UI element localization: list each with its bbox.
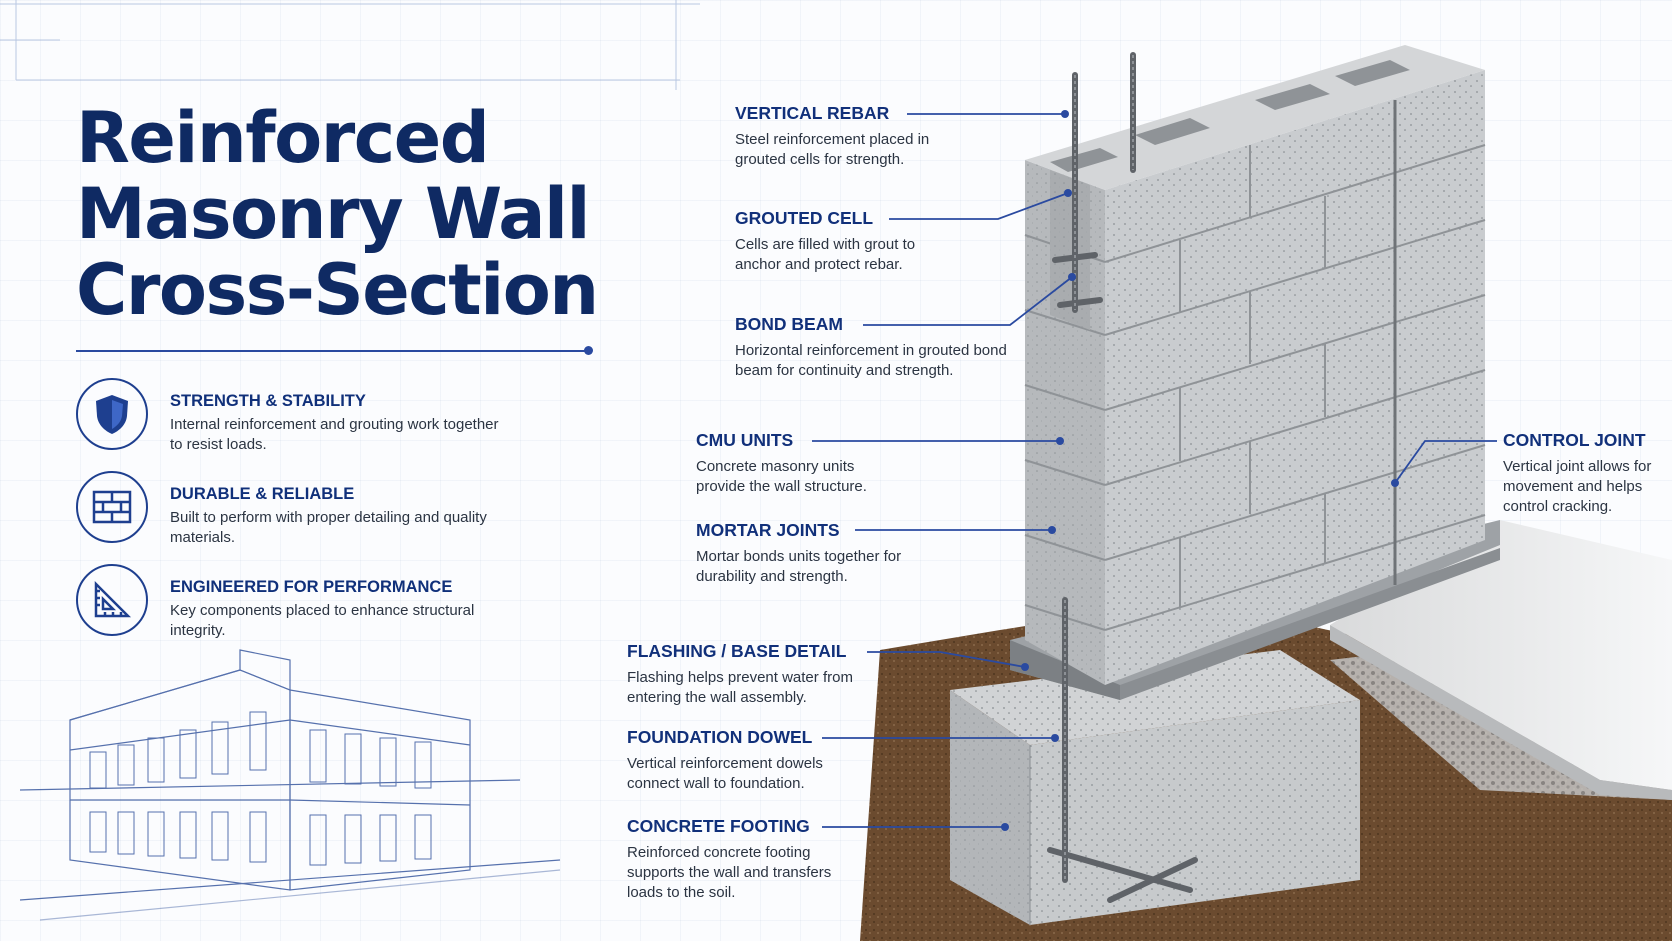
brick-wall-icon [92, 490, 132, 524]
callout-title: FLASHING / BASE DETAIL [627, 641, 847, 661]
callout-description: Flashing helps prevent water from enteri… [627, 669, 853, 706]
title-line: Masonry Wall [76, 173, 590, 255]
feature-strength: STRENGTH & STABILITY Internal reinforcem… [76, 378, 499, 453]
callout-description: Horizontal reinforcement in grouted bond… [735, 342, 1007, 379]
callout-grouted-cell: GROUTED CELL Cells are filled with grout… [735, 208, 950, 275]
callout-title: MORTAR JOINTS [696, 520, 840, 540]
callout-title: BOND BEAM [735, 314, 843, 334]
callout-title: GROUTED CELL [735, 208, 874, 228]
callout-foundation-dowel: FOUNDATION DOWEL Vertical reinforcement … [627, 727, 857, 794]
leader-dots [1001, 110, 1399, 831]
building-sketch [19, 649, 561, 921]
feature-description: Key components placed to enhance structu… [170, 602, 475, 639]
callout-description: Vertical joint allows for movement and h… [1503, 458, 1652, 515]
callout-title: VERTICAL REBAR [735, 103, 890, 123]
callout-description: Concrete masonry units provide the wall … [696, 458, 867, 495]
rebar-highlight [1064, 55, 1134, 880]
feature-title: ENGINEERED FOR PERFORMANCE [170, 578, 453, 596]
callout-cmu-units: CMU UNITS Concrete masonry units provide… [696, 430, 901, 497]
feature-title: DURABLE & RELIABLE [170, 485, 355, 503]
feature-icon-frame [76, 378, 148, 450]
callout-description: Cells are filled with grout to anchor an… [735, 236, 916, 273]
feature-icon-frame [76, 471, 148, 543]
callout-description: Reinforced concrete footing supports the… [627, 844, 832, 901]
callout-bond-beam: BOND BEAM Horizontal reinforcement in gr… [735, 314, 1020, 381]
callout-title: FOUNDATION DOWEL [627, 727, 813, 747]
feature-title: STRENGTH & STABILITY [170, 392, 366, 410]
callout-title: CMU UNITS [696, 430, 794, 450]
feature-engineered: ENGINEERED FOR PERFORMANCE Key component… [76, 564, 496, 639]
feature-icon-frame [76, 564, 148, 636]
callout-description: Mortar bonds units together for durabili… [696, 548, 902, 585]
callout-description: Vertical reinforcement dowels connect wa… [627, 755, 823, 792]
callout-flashing-base-detail: FLASHING / BASE DETAIL Flashing helps pr… [627, 641, 872, 708]
shield-icon [96, 395, 128, 434]
callout-control-joint: CONTROL JOINT Vertical joint allows for … [1503, 430, 1668, 517]
title-divider-dot [584, 346, 593, 355]
concrete-footing [950, 650, 1360, 925]
callout-concrete-footing: CONCRETE FOOTING Reinforced concrete foo… [627, 816, 862, 903]
callout-title: CONCRETE FOOTING [627, 816, 810, 836]
callout-title: CONTROL JOINT [1503, 430, 1646, 450]
feature-description: Built to perform with proper detailing a… [170, 509, 487, 546]
leader-lines [812, 113, 1497, 828]
feature-durable: DURABLE & RELIABLE Built to perform with… [76, 471, 496, 546]
blueprint-frame-lines [0, 0, 700, 90]
callout-vertical-rebar: VERTICAL REBAR Steel reinforcement place… [735, 103, 950, 170]
title-line: Cross-Section [76, 249, 599, 331]
title-line: Reinforced [76, 97, 490, 179]
set-square-icon [94, 580, 132, 618]
page-title: Reinforced Masonry Wall Cross-Section [76, 97, 599, 331]
callout-description: Steel reinforcement placed in grouted ce… [735, 131, 930, 168]
feature-description: Internal reinforcement and grouting work… [170, 416, 499, 453]
cmu-wall [1024, 45, 1486, 685]
callout-mortar-joints: MORTAR JOINTS Mortar bonds units togethe… [696, 520, 911, 587]
rebar [1047, 52, 1198, 903]
title-divider [76, 350, 588, 352]
